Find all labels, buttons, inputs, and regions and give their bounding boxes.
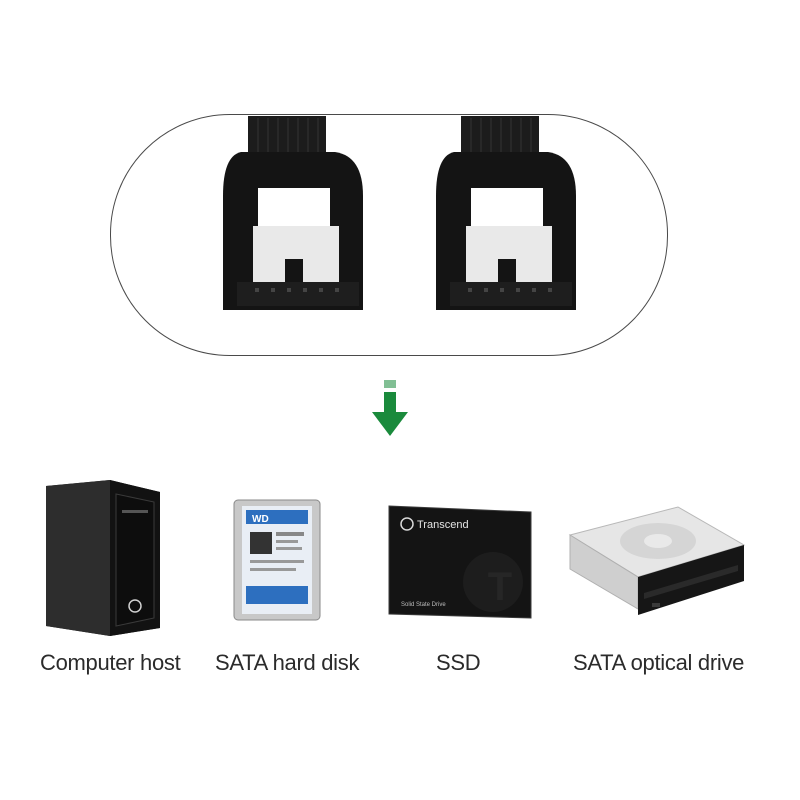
sata-connector-right-icon (436, 116, 576, 310)
sata-connector-left-icon (223, 116, 363, 310)
svg-text:T: T (488, 565, 512, 609)
caption-computer-host: Computer host (40, 650, 181, 675)
desktop-tower-icon (46, 480, 160, 636)
optical-drive-icon (568, 506, 746, 615)
down-arrow-icon (372, 380, 408, 436)
hdd-brand-label: WD (252, 514, 269, 525)
ssd-subtitle: Solid State Drive (401, 602, 446, 608)
ssd-icon: T Transcend Solid State Drive (388, 505, 532, 619)
caption-sata-hard-disk: SATA hard disk (215, 650, 360, 675)
ssd-brand-label: Transcend (417, 519, 469, 531)
caption-ssd: SSD (436, 650, 481, 675)
hard-disk-icon: WD (233, 499, 321, 621)
caption-sata-optical-drive: SATA optical drive (573, 650, 745, 675)
